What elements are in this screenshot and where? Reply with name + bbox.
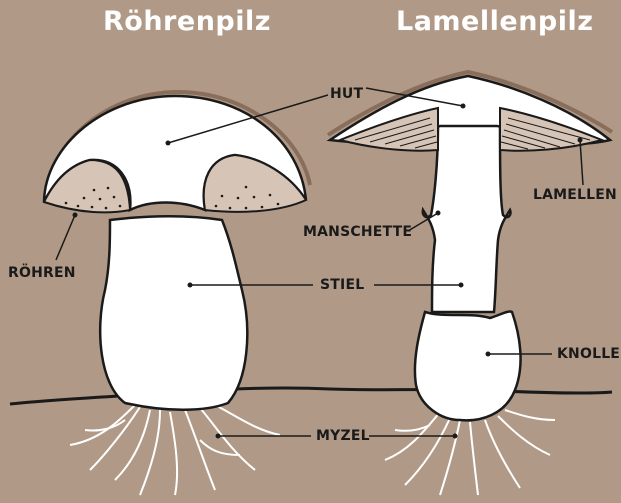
lamellenpilz-mycelium: [385, 410, 555, 495]
pointer-dot-myzel-right: [453, 434, 458, 439]
label-lamellen: LAMELLEN: [533, 187, 617, 203]
pointer-dot-hut-right: [461, 104, 466, 109]
pointer-dot-manschette: [436, 211, 441, 216]
pointer-dot-roehren: [73, 213, 78, 218]
title-lamellenpilz: Lamellenpilz: [396, 6, 593, 37]
label-knolle: KNOLLE: [557, 346, 620, 362]
title-roehrenpilz: Röhrenpilz: [103, 6, 271, 37]
label-stiel: STIEL: [320, 277, 364, 293]
pointer-dot-lamellen: [578, 138, 583, 143]
lamellenpilz-bulb: [415, 312, 521, 421]
label-myzel: MYZEL: [316, 428, 370, 444]
pointer-dot-stiel-right: [459, 283, 464, 288]
pointer-dot-knolle: [486, 352, 491, 357]
label-roehren: RÖHREN: [8, 265, 76, 281]
roehrenpilz-mycelium: [70, 405, 280, 495]
label-hut: HUT: [330, 86, 363, 102]
pointer-dot-hut-left: [166, 141, 171, 146]
pointer-roehren: [56, 215, 75, 260]
label-manschette: MANSCHETTE: [303, 224, 412, 240]
pointer-lamellen: [580, 140, 583, 185]
roehrenpilz-stem: [100, 216, 247, 410]
pointer-dot-myzel-left: [216, 434, 221, 439]
ground-line: [10, 388, 612, 404]
pointer-dot-stiel-left: [188, 283, 193, 288]
